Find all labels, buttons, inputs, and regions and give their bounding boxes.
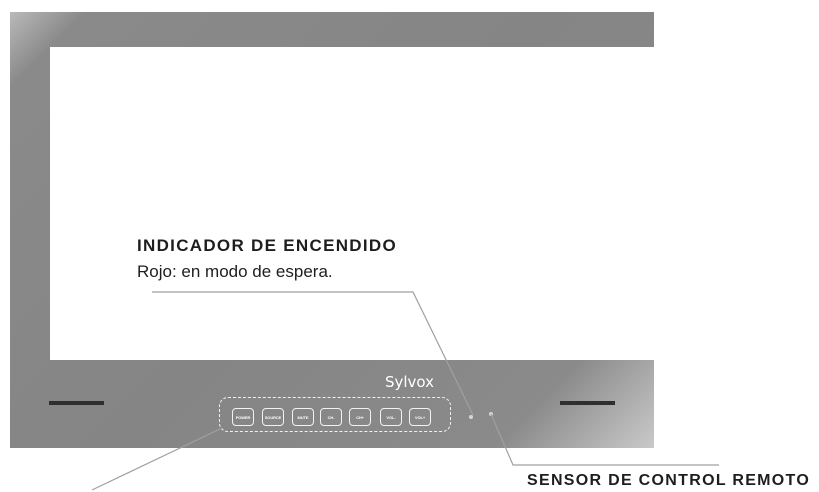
remote-sensor-leader-line	[490, 413, 719, 466]
power-button[interactable]: POWER	[232, 408, 254, 426]
stand-leg-left	[49, 401, 104, 405]
tv-screen	[50, 47, 655, 360]
source-button[interactable]: SOURCE	[262, 408, 284, 426]
power-indicator-leader-line	[152, 291, 474, 416]
control-panel-leader-line	[91, 427, 223, 491]
power-indicator-title: INDICADOR DE ENCENDIDO	[137, 236, 398, 255]
power-indicator-description: Rojo: en modo de espera.	[137, 262, 333, 281]
control-panel	[219, 397, 451, 432]
mute-button[interactable]: MUTE	[292, 408, 314, 426]
channel-up-button[interactable]: CH+	[349, 408, 371, 426]
stand-leg-right	[560, 401, 615, 405]
channel-down-button[interactable]: CH-	[320, 408, 342, 426]
volume-down-button[interactable]: VOL-	[380, 408, 402, 426]
power-indicator-led	[469, 415, 473, 419]
volume-up-button[interactable]: VOL+	[409, 408, 431, 426]
remote-sensor-title: SENSOR DE CONTROL REMOTO	[527, 472, 811, 489]
brand-logo: Sylvox	[384, 373, 435, 391]
